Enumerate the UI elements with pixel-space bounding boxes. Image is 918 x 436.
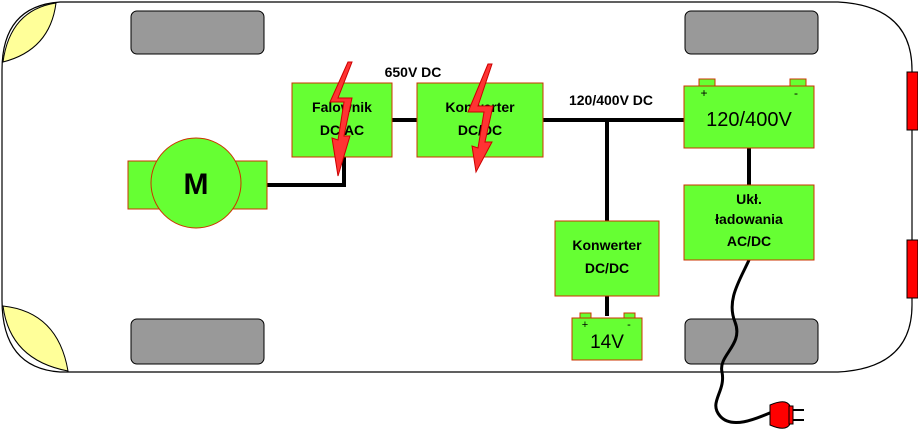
main-battery-minus: -	[794, 86, 798, 100]
taillight-bottom	[906, 239, 918, 299]
converter-bottom-block: Konwerter DC/DC	[554, 220, 660, 297]
motor-label: M	[184, 168, 209, 201]
wheel-front-top	[130, 10, 265, 55]
charger-label-line1: Ukł.	[736, 191, 762, 207]
charging-cable	[714, 259, 773, 424]
lightning-icon-converter	[467, 63, 494, 174]
converter-bottom-label-line2: DC/DC	[585, 260, 629, 276]
main-battery-label: 120/400V	[706, 109, 792, 131]
wheel-front-bottom	[130, 318, 265, 365]
voltage-label-650: 650V DC	[385, 64, 442, 80]
headlight-front-right	[2, 305, 69, 372]
main-battery: + - 120/400V	[683, 78, 815, 149]
inverter-label-line1: Falownik	[312, 99, 372, 115]
converter-bottom-label-line1: Konwerter	[572, 237, 642, 253]
main-battery-plus: +	[700, 86, 707, 100]
lightning-icon-inverter	[329, 61, 353, 177]
wheel-rear-bottom	[684, 318, 819, 365]
aux-battery-minus: -	[627, 319, 631, 331]
aux-battery-plus: +	[582, 319, 588, 331]
aux-battery: + - 14V	[571, 312, 643, 361]
voltage-label-120-400: 120/400V DC	[569, 92, 653, 108]
headlight-front-left	[2, 2, 57, 63]
charger-label-line3: AC/DC	[727, 233, 771, 249]
wheel-rear-top	[684, 10, 819, 55]
charger-label-line2: ładowania	[715, 211, 783, 227]
motor: M	[127, 137, 268, 229]
taillight-top	[906, 71, 918, 131]
plug-icon	[769, 401, 804, 429]
converter-top-label-line2: DC/DC	[458, 122, 502, 138]
aux-battery-label: 14V	[590, 332, 624, 353]
wires	[267, 118, 751, 316]
charger-block: Ukł. ładowania AC/DC	[683, 184, 815, 261]
